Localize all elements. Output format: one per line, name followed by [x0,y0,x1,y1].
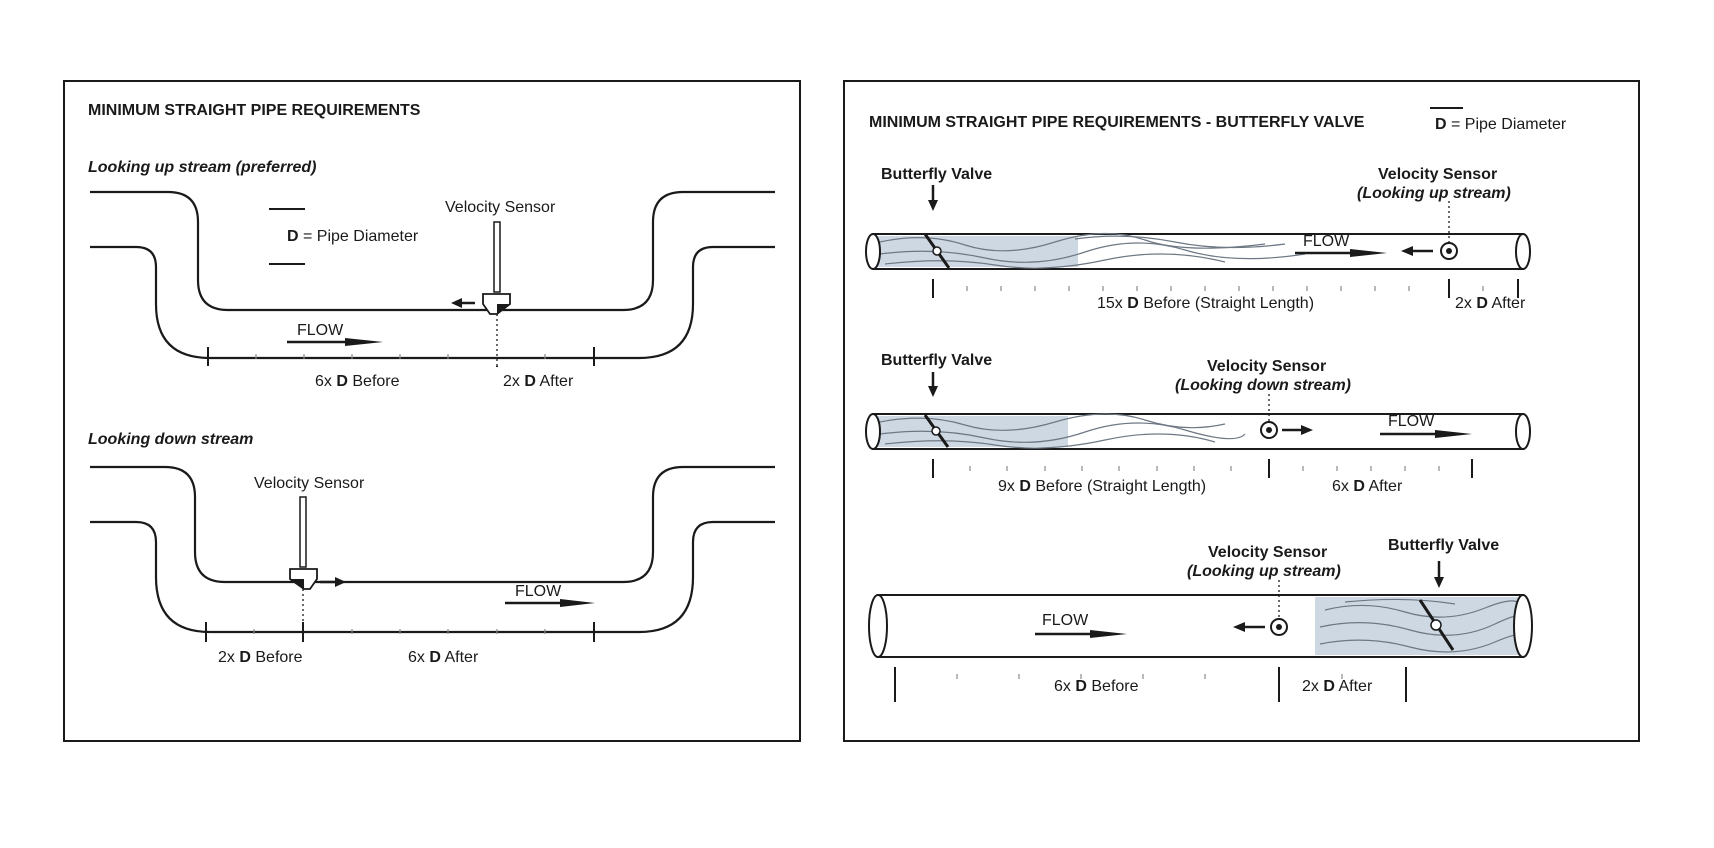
row2-valve-arrow-icon [928,372,938,397]
upstream-before-mult: 6x [315,373,332,390]
upstream-before-text: Before [348,373,400,390]
upstream-after-text: After [536,373,574,390]
row3-after-text: After [1335,678,1373,695]
downstream-after-mult: 6x [408,649,425,666]
row3-sensor-label: Velocity Sensor [1208,544,1327,561]
downstream-after-d: D [429,649,441,666]
downstream-before-text: Before [251,649,303,666]
u-pipe-upstream [90,190,775,360]
row3-flow-arrow-icon [1035,630,1127,638]
row3-dimension-scale [894,667,1407,702]
row2-sensor-note: (Looking down stream) [1175,377,1351,394]
row2-after-d: D [1353,478,1365,495]
legend-d-label: D = Pipe Diameter [287,228,419,245]
row3-valve-arrow-icon [1434,561,1444,588]
legend-d-text: = Pipe Diameter [299,228,419,245]
row3-sensor-arrow-icon [1233,622,1265,632]
downstream-after-text: After [441,649,479,666]
row1-valve-label: Butterfly Valve [881,166,992,183]
row1-dimension-scale [932,279,1519,298]
row2-dimension-scale [932,459,1473,478]
row1-sensor-note: (Looking up stream) [1357,185,1511,202]
row3-flow-label: FLOW [1042,612,1089,629]
row3-after-mult: 2x [1302,678,1319,695]
downstream-before-d: D [239,649,251,666]
upstream-flow-label: FLOW [297,322,344,339]
arrow-left-upstream-sensor-icon [451,298,475,308]
u-pipe-downstream [90,465,775,634]
row2-flow-label: FLOW [1388,413,1435,430]
row1-after-mult: 2x [1455,295,1472,312]
row2-before-label: 9x D Before (Straight Length) [998,478,1206,495]
right-legend-label: D = Pipe Diameter [1435,116,1567,133]
row2-flow-arrow-icon [1380,430,1472,438]
downstream-heading: Looking down stream [88,431,253,448]
downstream-sensor-label: Velocity Sensor [254,475,365,492]
row2-after-label: 6x D After [1332,478,1403,495]
right-legend-d-text: = Pipe Diameter [1447,116,1567,133]
row2-before-d: D [1019,478,1031,495]
row2-before-mult: 9x [998,478,1015,495]
row3-pipe [868,594,1533,658]
row2-sensor-label: Velocity Sensor [1207,358,1326,375]
row1-after-label: 2x D After [1455,295,1526,312]
downstream-before-mult: 2x [218,649,235,666]
row1-flow-label: FLOW [1303,233,1350,250]
downstream-before-label: 2x D Before [218,649,303,666]
row1-pipe [865,232,1531,270]
row3-after-d: D [1323,678,1335,695]
row1-sensor-label: Velocity Sensor [1378,166,1497,183]
row1-after-d: D [1476,295,1488,312]
downstream-dimension-scale [205,622,595,642]
right-legend-d-symbol: D [1435,116,1447,133]
upstream-after-mult: 2x [503,373,520,390]
downstream-after-label: 6x D After [408,649,479,666]
upstream-sensor-label: Velocity Sensor [445,199,556,216]
row3-sensor-note: (Looking up stream) [1187,563,1341,580]
upstream-heading: Looking up stream (preferred) [88,159,316,176]
row1-after-text: After [1488,295,1526,312]
row1-before-label: 15x D Before (Straight Length) [1097,295,1314,312]
row3-after-label: 2x D After [1302,678,1373,695]
row2-velocity-sensor [1260,421,1278,439]
downstream-flow-label: FLOW [515,583,562,600]
arrow-right-downstream-sensor-icon [320,577,346,587]
row3-valve-label: Butterfly Valve [1388,537,1499,554]
upstream-after-d: D [524,373,536,390]
left-diagram: MINIMUM STRAIGHT PIPE REQUIREMENTS Looki… [88,102,775,666]
velocity-sensor-upstream [482,221,511,315]
row1-before-d: D [1127,295,1139,312]
flow-arrow-upstream-icon [287,338,383,346]
upstream-dimension-scale [207,347,595,367]
upstream-after-label: 2x D After [503,373,574,390]
upstream-before-label: 6x D Before [315,373,400,390]
right-panel: MINIMUM STRAIGHT PIPE REQUIREMENTS - BUT… [843,80,1640,742]
row2-before-text: Before (Straight Length) [1031,478,1206,495]
left-panel-title: MINIMUM STRAIGHT PIPE REQUIREMENTS [88,102,421,119]
row1-before-text: Before (Straight Length) [1139,295,1314,312]
right-diagram: MINIMUM STRAIGHT PIPE REQUIREMENTS - BUT… [865,107,1567,702]
row1-velocity-sensor [1440,242,1458,260]
row2-after-text: After [1365,478,1403,495]
row2-valve-label: Butterfly Valve [881,352,992,369]
row3-before-text: Before [1087,678,1139,695]
row2-sensor-arrow-icon [1282,425,1313,435]
row2-after-mult: 6x [1332,478,1349,495]
row1-before-mult: 15x [1097,295,1123,312]
row3-before-mult: 6x [1054,678,1071,695]
left-panel: MINIMUM STRAIGHT PIPE REQUIREMENTS Looki… [63,80,801,742]
flow-arrow-downstream-icon [505,599,595,607]
right-panel-title: MINIMUM STRAIGHT PIPE REQUIREMENTS - BUT… [869,114,1365,131]
row1-valve-arrow-icon [928,185,938,211]
row3-velocity-sensor [1270,618,1288,636]
row1-sensor-arrow-icon [1401,246,1433,256]
row1-flow-arrow-icon [1295,249,1387,257]
row2-pipe [865,413,1531,450]
velocity-sensor-downstream [289,496,318,590]
row3-before-d: D [1075,678,1087,695]
legend-d-symbol: D [287,228,299,245]
upstream-before-d: D [336,373,348,390]
row3-before-label: 6x D Before [1054,678,1139,695]
